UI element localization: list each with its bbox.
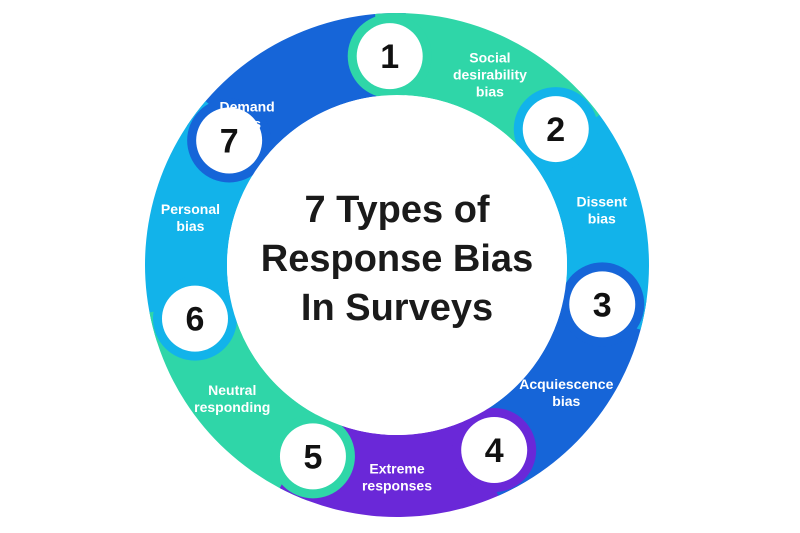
segment-label-line: bias (476, 83, 504, 99)
number-badges: 1 2 3 4 5 6 7 (161, 23, 636, 490)
badge-number: 3 (593, 286, 612, 324)
segment-label-line: Dissent (576, 194, 627, 210)
title-line-3: In Surveys (301, 287, 493, 329)
badge-number: 5 (303, 438, 322, 476)
segment-label-line: Extreme (369, 461, 424, 477)
badge-circle (356, 23, 423, 90)
badge-1: 1 (356, 23, 423, 90)
badge-4: 4 (461, 417, 528, 484)
title-line-2: Response Bias (261, 238, 533, 280)
segment-label-line: Neutral (208, 382, 256, 398)
segment-label-line: Social (469, 49, 510, 65)
badge-circle (569, 271, 636, 338)
badge-circle (161, 285, 228, 352)
segment-labels: DemandbiasSocialdesirabilitybiasDissentb… (161, 49, 628, 493)
badge-number: 2 (546, 111, 565, 149)
center-disc (227, 95, 567, 435)
center-title: 7 Types of Response Bias In Surveys (261, 189, 533, 329)
badge-circle (279, 423, 346, 490)
segment-label-line: bias (176, 218, 204, 234)
segment-label-line: responding (194, 399, 270, 415)
segment-label-line: Acquiescence (519, 376, 613, 392)
badge-number: 1 (380, 38, 399, 76)
badge-2: 2 (522, 96, 589, 163)
badge-5: 5 (279, 423, 346, 490)
segment-label-line: desirability (453, 66, 527, 82)
badge-circle (461, 417, 528, 484)
badge-number: 7 (220, 122, 239, 160)
badge-circle (522, 96, 589, 163)
segment-label-line: Personal (161, 201, 220, 217)
badge-7: 7 (196, 107, 263, 174)
badge-circle (196, 107, 263, 174)
segment-label-line: bias (552, 393, 580, 409)
segment-label-line: responses (362, 478, 432, 494)
title-line-1: 7 Types of (304, 189, 489, 231)
badge-number: 4 (485, 432, 504, 470)
badge-6: 6 (161, 285, 228, 352)
segment-label-line: bias (588, 211, 616, 227)
badge-3: 3 (569, 271, 636, 338)
badge-number: 6 (186, 301, 205, 339)
